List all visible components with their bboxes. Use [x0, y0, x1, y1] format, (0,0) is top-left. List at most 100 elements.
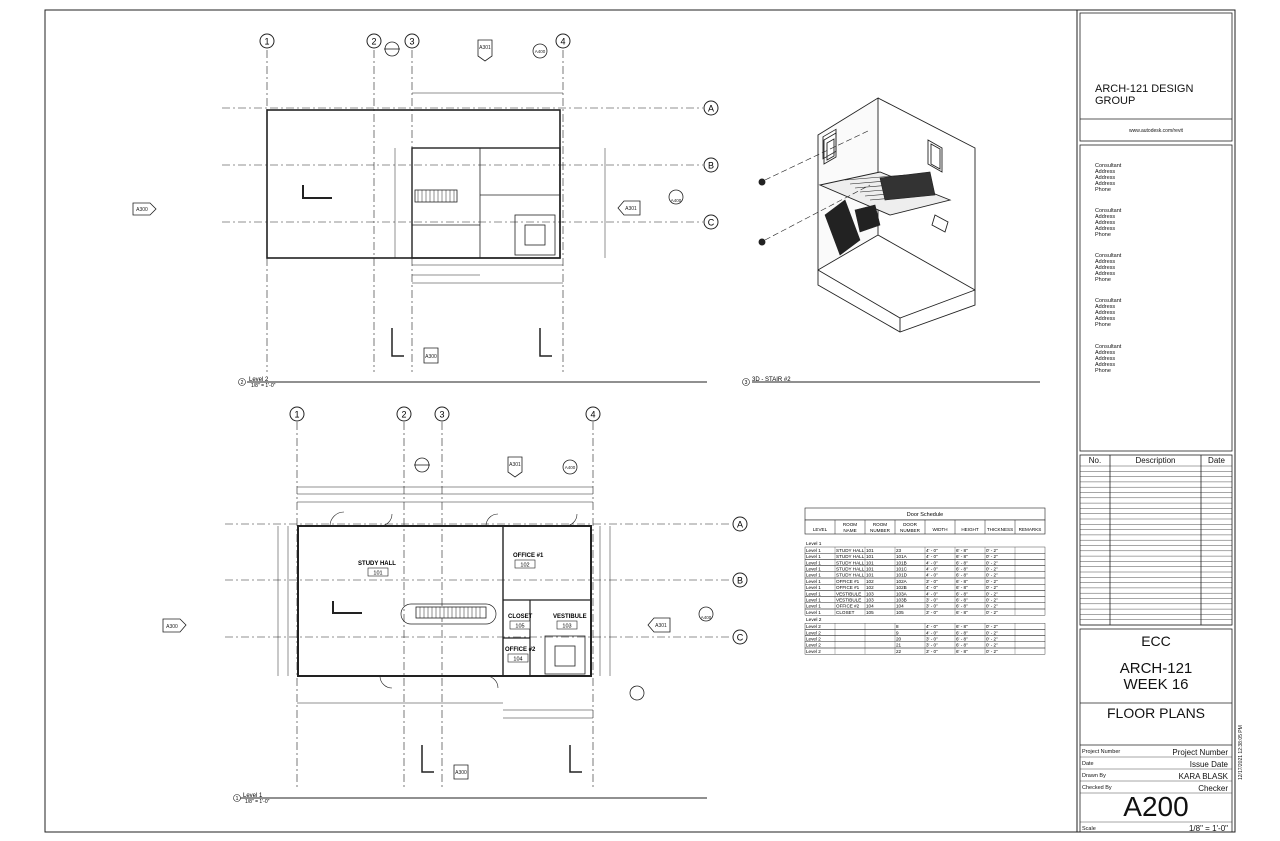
consultant-phone: Phone [1095, 368, 1111, 374]
schedule-cell: 101 [866, 548, 874, 553]
consultant-block: Consultant Address Address Address Phone [1095, 253, 1121, 283]
room-tags: STUDY HALL 101 OFFICE #1 102 VESTIBULE 1… [358, 553, 587, 663]
schedule-cell: 6' - 8" [956, 598, 968, 603]
view-name: Level 2 [249, 377, 269, 383]
schedule-cell: Level 1 [806, 598, 821, 603]
schedule-cell: Level 1 [806, 579, 821, 584]
consultant-block: Consultant Address Address Address Phone [1095, 163, 1121, 193]
grid-bubble-4: 4 [555, 33, 571, 49]
schedule-header: WIDTH [932, 527, 947, 532]
grid-bubble-4: 4 [585, 406, 601, 422]
schedule-cell: Level 1 [806, 573, 821, 578]
drawn-by-value: KARA BLASK [1178, 772, 1228, 781]
schedule-cell: 21 [896, 643, 902, 648]
view-title-level2: 2 Level 2 1/8" = 1'-0" [238, 377, 276, 389]
section-marker-a400-right: A400 [668, 189, 684, 205]
consultant-address: Address [1095, 226, 1116, 232]
schedule-title: Door Schedule [907, 512, 943, 518]
schedule-cell: 3' - 0" [926, 598, 938, 603]
consultant-address: Address [1095, 220, 1116, 226]
level1-plan [225, 422, 731, 799]
section-ref-label: A301 [655, 623, 667, 629]
schedule-cell: Level 2 [806, 630, 821, 635]
schedule-cell: 4' - 0" [926, 567, 938, 572]
schedule-cell: Level 1 [806, 604, 821, 609]
consultant-address: Address [1095, 271, 1116, 277]
schedule-cell: 6' - 8" [956, 649, 968, 654]
schedule-cell: 0' - 2" [986, 573, 998, 578]
schedule-cell: 4' - 0" [926, 554, 938, 559]
room-number: 102 [520, 563, 529, 569]
consultant-address: Address [1095, 259, 1116, 265]
grid-label: 3 [439, 410, 444, 420]
schedule-cell: Level 2 [806, 643, 821, 648]
schedule-cell: Level 1 [806, 567, 821, 572]
client-name: ECC [1141, 633, 1171, 649]
level2-stair-1 [414, 189, 458, 203]
schedule-cell: Level 1 [806, 560, 821, 565]
schedule-cell: 6' - 8" [956, 610, 968, 615]
schedule-cell: STUDY HALL [836, 560, 865, 565]
level2-stair-2 [514, 214, 556, 256]
schedule-cell: 3' - 0" [926, 643, 938, 648]
schedule-cell: 6' - 8" [956, 604, 968, 609]
schedule-cell: OFFICE #2 [836, 604, 860, 609]
schedule-header: THICKNESS [987, 527, 1013, 532]
firm-name: ARCH-121 DESIGN GROUP [1095, 83, 1194, 107]
schedule-cell: 4' - 0" [926, 585, 938, 590]
schedule-cell: 0' - 2" [986, 591, 998, 596]
schedule-cell: 101 [866, 554, 874, 559]
schedule-cell: 103 [866, 598, 874, 603]
schedule-cell: 6' - 8" [956, 591, 968, 596]
section-marker-a301-right: A301 [647, 617, 671, 633]
schedule-cell: 6' - 8" [956, 554, 968, 559]
schedule-cell: 20 [896, 637, 902, 642]
schedule-cell: Level 1 [806, 585, 821, 590]
view-scale: 1/8" = 1'-0" [245, 799, 270, 805]
schedule-group-label: Level 2 [806, 617, 822, 623]
section-marker-a301-right: A301 [617, 200, 641, 216]
section-marker-a301-top: A301 [477, 39, 493, 62]
section-ref-label: A300 [425, 354, 437, 360]
date-value: Issue Date [1189, 760, 1228, 769]
project-name: ARCH-121 WEEK 16 [1119, 660, 1193, 693]
schedule-cell: 3' - 0" [926, 610, 938, 615]
schedule-cell: 23 [896, 548, 902, 553]
consultant-phone: Phone [1095, 232, 1111, 238]
level2-plan [222, 50, 707, 383]
room-number: 104 [513, 657, 522, 663]
grid-bubble-3: 3 [434, 406, 450, 422]
schedule-cell: Level 1 [806, 610, 821, 615]
view-number: 3 [745, 380, 748, 386]
schedule-cell: 0' - 2" [986, 567, 998, 572]
room-number: 103 [562, 624, 571, 630]
schedule-header: LEVEL [813, 527, 828, 532]
schedule-cell: 0' - 2" [986, 598, 998, 603]
view-scale: 1/8" = 1'-0" [251, 383, 276, 389]
schedule-cell: 105 [896, 610, 904, 615]
consultant-block: Consultant Address Address Address Phone [1095, 344, 1121, 374]
section-marker-a300-bottom: A300 [423, 347, 439, 364]
grid-bubble-a: A [732, 516, 748, 532]
grid-bubble-2: 2 [396, 406, 412, 422]
grid-label: A [708, 104, 714, 114]
section-marker-a200-stair [629, 685, 645, 701]
schedule-cell: 101 [866, 567, 874, 572]
schedule-cell: VESTIBULE [836, 591, 861, 596]
section-marker-a300-left: A300 [162, 618, 187, 633]
room-tag-office-1: OFFICE #1 102 [513, 553, 544, 569]
schedule-cell: 102 [866, 585, 874, 590]
schedule-cell: 0' - 2" [986, 630, 998, 635]
consultant-phone: Phone [1095, 322, 1111, 328]
schedule-cell: 6' - 8" [956, 637, 968, 642]
room-tag-study-hall: STUDY HALL 101 [358, 561, 396, 577]
scale-value: 1/8" = 1'-0" [1188, 824, 1228, 833]
schedule-cell: 6' - 8" [956, 573, 968, 578]
schedule-header: ROOM [873, 522, 887, 527]
schedule-cell: Level 2 [806, 624, 821, 629]
schedule-cell: 105 [866, 610, 874, 615]
schedule-header: HEIGHT [961, 527, 979, 532]
schedule-cell: 0' - 2" [986, 560, 998, 565]
